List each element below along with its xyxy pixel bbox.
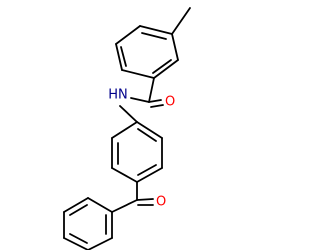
ketone-oxygen-label: O bbox=[156, 195, 166, 210]
ring-inner-bond bbox=[69, 204, 88, 216]
ring-bond bbox=[115, 25, 141, 45]
ring-inner-bond bbox=[137, 164, 157, 176]
ring-bond bbox=[87, 237, 113, 250]
chemical-structure: O HN O bbox=[63, 7, 191, 250]
ring-inner-bond bbox=[69, 233, 88, 244]
amide-nitrogen-label: HN bbox=[108, 88, 128, 103]
ring-bond bbox=[115, 43, 123, 71]
carbonyl-to-nitrogen-bond bbox=[130, 97, 150, 103]
nitrogen-to-ring-bond bbox=[119, 105, 138, 123]
ring-inner-bond bbox=[120, 46, 127, 67]
toluoyl-ring bbox=[115, 25, 179, 79]
amide-carbonyl-double-bond bbox=[150, 104, 164, 108]
ring-bond bbox=[111, 167, 138, 183]
methyl-group bbox=[171, 7, 191, 35]
ring-bond bbox=[153, 59, 179, 79]
ring-bond bbox=[111, 121, 138, 139]
ring-inner-bond bbox=[141, 32, 167, 40]
amide-group: O HN bbox=[108, 77, 175, 123]
ring-bond bbox=[63, 237, 89, 250]
phenylene-ring bbox=[111, 121, 163, 183]
ring-inner-bond bbox=[152, 59, 172, 74]
ring-bond bbox=[87, 197, 113, 213]
ring-bond bbox=[121, 69, 155, 79]
ring-inner-bond bbox=[137, 128, 157, 142]
ketone-carbonyl-double-bond bbox=[136, 198, 154, 201]
ring-bond bbox=[136, 121, 163, 139]
amide-carbonyl-double-bond bbox=[148, 99, 162, 103]
amide-oxygen-label: O bbox=[165, 95, 175, 110]
phenyl-ring bbox=[63, 197, 113, 250]
ring-bond bbox=[139, 25, 173, 35]
ketone-group: O bbox=[111, 181, 166, 213]
methyl-bond bbox=[171, 7, 191, 35]
ring-to-carbonyl-bond bbox=[148, 77, 155, 103]
ring-bond bbox=[136, 167, 163, 183]
ring-bond bbox=[63, 197, 89, 213]
ketone-to-phenyl-bond bbox=[111, 199, 138, 213]
ring-bond bbox=[171, 33, 179, 61]
